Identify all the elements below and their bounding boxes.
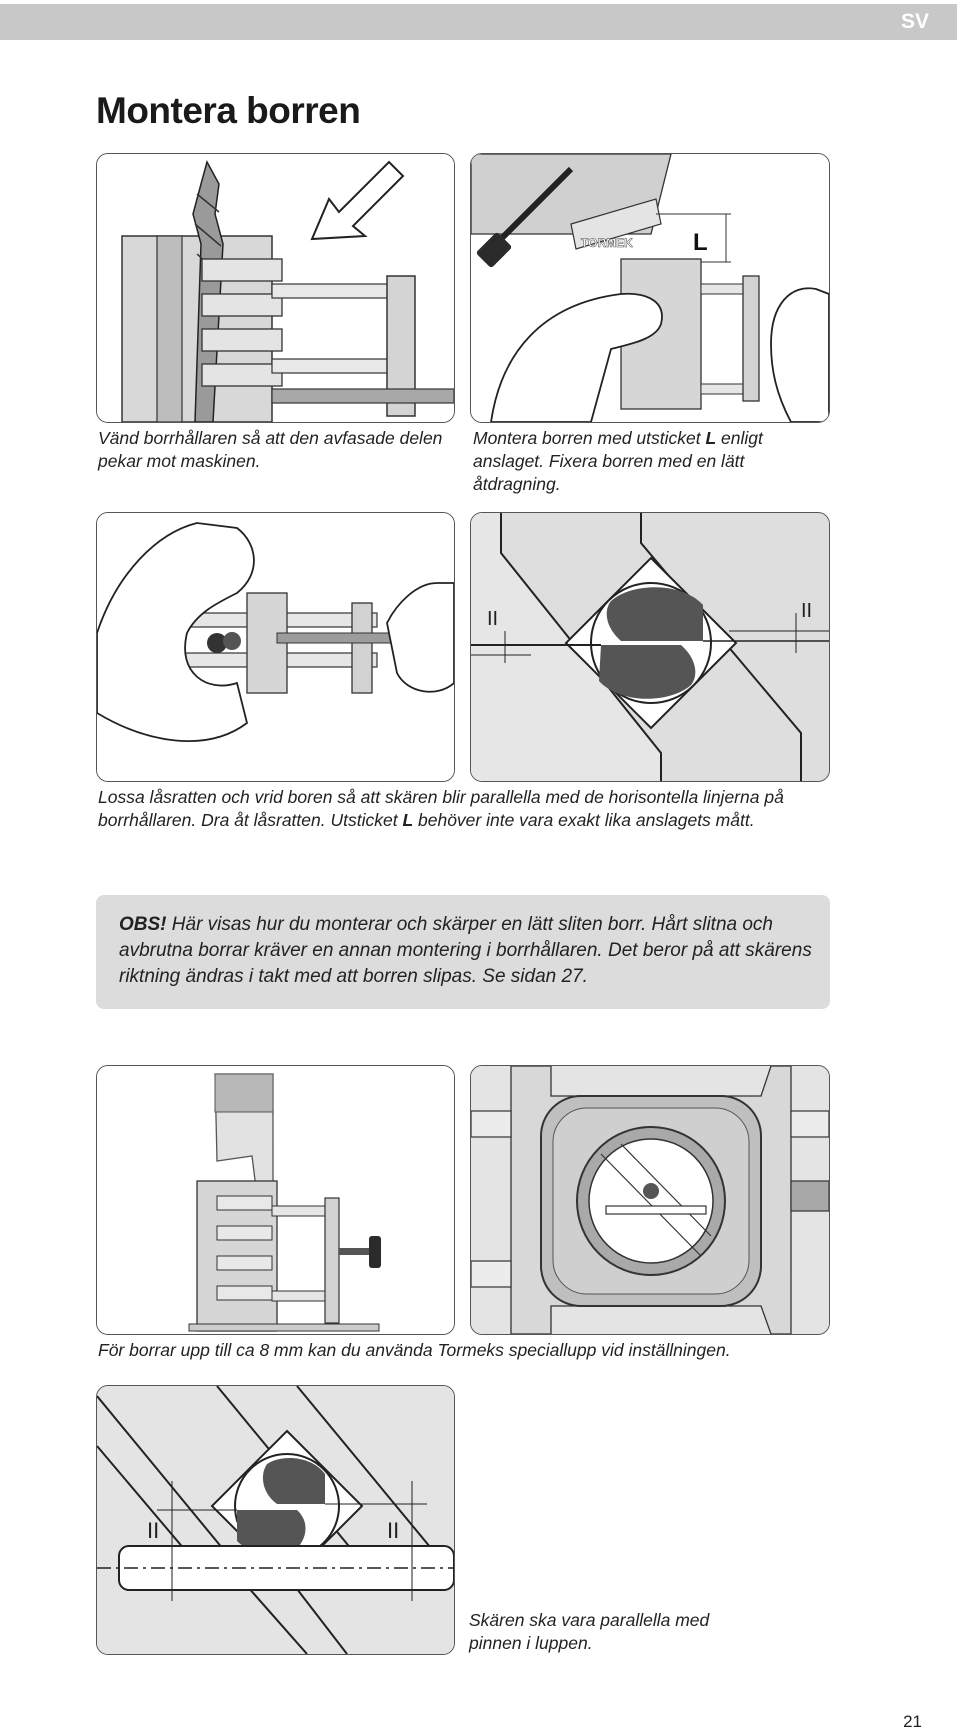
caption-figure-2: Montera borren med utsticket L enligt an… bbox=[473, 427, 813, 496]
mount-drill-illustration: TORMEK L bbox=[471, 154, 829, 422]
page-number: 21 bbox=[903, 1712, 922, 1731]
note-text: OBS! Här visas hur du monterar och skärp… bbox=[119, 912, 819, 990]
tormek-logo-text: TORMEK bbox=[581, 236, 633, 250]
language-label: SV bbox=[900, 10, 929, 33]
caption-3-bold: L bbox=[402, 810, 414, 830]
figure-drill-holder-orientation bbox=[96, 153, 455, 423]
magnifier-closeup-illustration bbox=[471, 1066, 829, 1334]
parallel-pin-illustration: II II bbox=[97, 1386, 454, 1654]
figure-cutting-edge-alignment: II II bbox=[470, 512, 830, 782]
holder-magnifier-illustration bbox=[97, 1066, 454, 1334]
note-box: OBS! Här visas hur du monterar och skärp… bbox=[96, 895, 830, 1009]
parallel-mark-left: II bbox=[487, 608, 498, 630]
loosen-knob-illustration bbox=[97, 513, 454, 781]
drill-holder-illustration bbox=[97, 154, 454, 422]
parallel-mark-right: II bbox=[801, 600, 812, 622]
figure-parallel-to-pin: II II bbox=[96, 1385, 455, 1655]
pin-parallel-mark-right: II bbox=[387, 1518, 399, 1543]
caption-figure-1: Vänd borrhållaren så att den avfasade de… bbox=[98, 428, 443, 471]
caption-figure-3-4: Lossa låsratten och vrid boren så att sk… bbox=[98, 786, 818, 832]
caption-2-bold: L bbox=[705, 428, 717, 448]
figure-holder-with-magnifier bbox=[96, 1065, 455, 1335]
figure-loosen-knob bbox=[96, 512, 455, 782]
note-label: OBS! bbox=[119, 914, 167, 935]
figure-magnifier-closeup bbox=[470, 1065, 830, 1335]
header-bar: SV bbox=[0, 4, 957, 40]
caption-figure-5-6: För borrar upp till ca 8 mm kan du använ… bbox=[98, 1340, 731, 1360]
alignment-illustration: II II bbox=[471, 513, 829, 781]
caption-3-text-end: behöver inte vara exakt lika anslagets m… bbox=[413, 810, 755, 830]
pin-parallel-mark-left: II bbox=[147, 1518, 159, 1543]
caption-2-text: Montera borren med utsticket bbox=[473, 428, 706, 448]
figure-mount-drill-stop-L: TORMEK L bbox=[470, 153, 830, 423]
caption-figure-7: Skären ska vara parallella med pinnen i … bbox=[469, 1610, 710, 1653]
caption-2-text-end: enligt anslaget. Fixera borren med en lä… bbox=[473, 428, 763, 494]
dimension-L-label: L bbox=[693, 229, 708, 256]
caption-3-text: Lossa låsratten och vrid boren så att sk… bbox=[98, 787, 784, 830]
page-title: Montera borren bbox=[96, 90, 361, 131]
note-body: Här visas hur du monterar och skärper en… bbox=[119, 914, 812, 987]
